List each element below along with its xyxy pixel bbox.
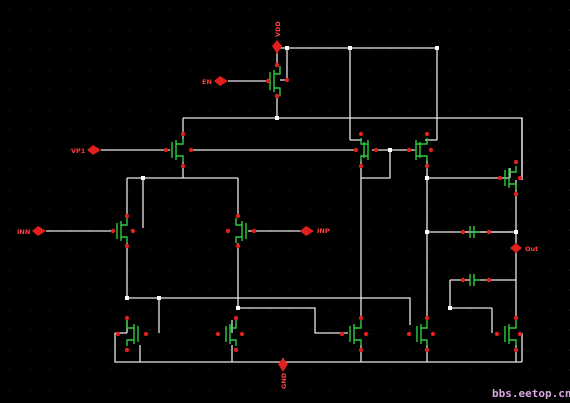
- pin-vp1[interactable]: VP1: [71, 145, 101, 155]
- capacitor-compensation-2: [469, 274, 480, 286]
- pin-en-label: EN: [202, 78, 212, 86]
- pin-inp[interactable]: INP: [300, 226, 330, 236]
- transistor-input-left: [116, 218, 128, 243]
- wires: [46, 47, 523, 363]
- transistor-pmos-load-right: [415, 138, 428, 162]
- pin-out-label: Out: [525, 245, 538, 253]
- pin-vdd[interactable]: VDD: [272, 21, 282, 54]
- junctions: [125, 46, 518, 364]
- terminal-dots: [110, 62, 523, 353]
- pin-inn-label: INN: [17, 228, 30, 236]
- transistor-output-nmos: [504, 320, 517, 346]
- pin-inp-label: INP: [317, 227, 330, 235]
- transistor-input-right: [235, 218, 247, 243]
- transistor-output-pmos: [504, 166, 517, 190]
- capacitor-compensation-1: [469, 226, 480, 238]
- transistor-mirror-2: [225, 320, 237, 346]
- pin-vp1-label: VP1: [71, 147, 86, 155]
- pin-en[interactable]: EN: [202, 76, 228, 86]
- pin-vdd-label: VDD: [274, 21, 282, 37]
- transistor-en: [269, 66, 281, 96]
- transistor-mirror-1: [126, 320, 139, 346]
- transistors: [116, 66, 517, 346]
- transistor-mirror-4: [416, 320, 428, 346]
- pin-out[interactable]: Out: [510, 243, 538, 253]
- watermark: bbs.eetop.cn: [492, 387, 570, 400]
- pin-inn[interactable]: INN: [17, 226, 46, 236]
- pin-gnd-label: GND: [280, 372, 288, 389]
- transistor-mirror-3: [349, 320, 362, 346]
- capacitors: [469, 226, 480, 286]
- transistor-pmos-load-left: [360, 138, 369, 162]
- transistor-tail: [171, 138, 184, 162]
- pin-gnd[interactable]: GND: [278, 358, 288, 389]
